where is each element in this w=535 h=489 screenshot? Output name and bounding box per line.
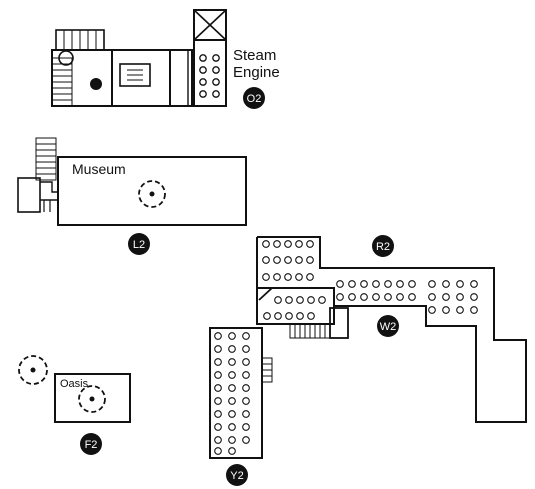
museum-label: Museum xyxy=(72,161,126,177)
badge-w2[interactable]: W2 xyxy=(377,315,399,337)
steam-engine-tower xyxy=(193,9,227,107)
badge-y2-text: Y2 xyxy=(230,470,243,482)
badge-l2[interactable]: L2 xyxy=(128,233,150,255)
steam-engine-label-2: Engine xyxy=(233,64,280,81)
building-y2[interactable] xyxy=(209,327,273,459)
building-museum[interactable] xyxy=(17,137,247,226)
badge-f2-text: F2 xyxy=(85,439,98,451)
location-marker-icon xyxy=(78,385,106,413)
badge-w2-text: W2 xyxy=(380,321,397,333)
badge-l2-text: L2 xyxy=(133,239,145,251)
crossed-box-icon xyxy=(193,9,227,41)
building-oasis[interactable] xyxy=(54,373,131,423)
engine-dot-icon xyxy=(90,78,102,90)
stairs-icon xyxy=(35,137,57,181)
badge-o2-text: O2 xyxy=(247,93,262,105)
steam-engine-label-1: Steam xyxy=(233,47,276,64)
stairs-icon xyxy=(261,357,273,383)
location-marker-icon xyxy=(138,180,166,208)
badge-r2[interactable]: R2 xyxy=(372,235,394,257)
badge-o2[interactable]: O2 xyxy=(243,87,265,109)
building-w2[interactable] xyxy=(256,287,349,339)
badge-r2-text: R2 xyxy=(376,241,390,253)
building-steam-engine[interactable] xyxy=(51,29,193,107)
oasis-label: Oasis xyxy=(60,378,89,390)
badge-y2[interactable]: Y2 xyxy=(226,464,248,486)
badge-f2[interactable]: F2 xyxy=(80,433,102,455)
location-marker-icon xyxy=(18,355,48,385)
stairs-icon xyxy=(289,323,331,339)
